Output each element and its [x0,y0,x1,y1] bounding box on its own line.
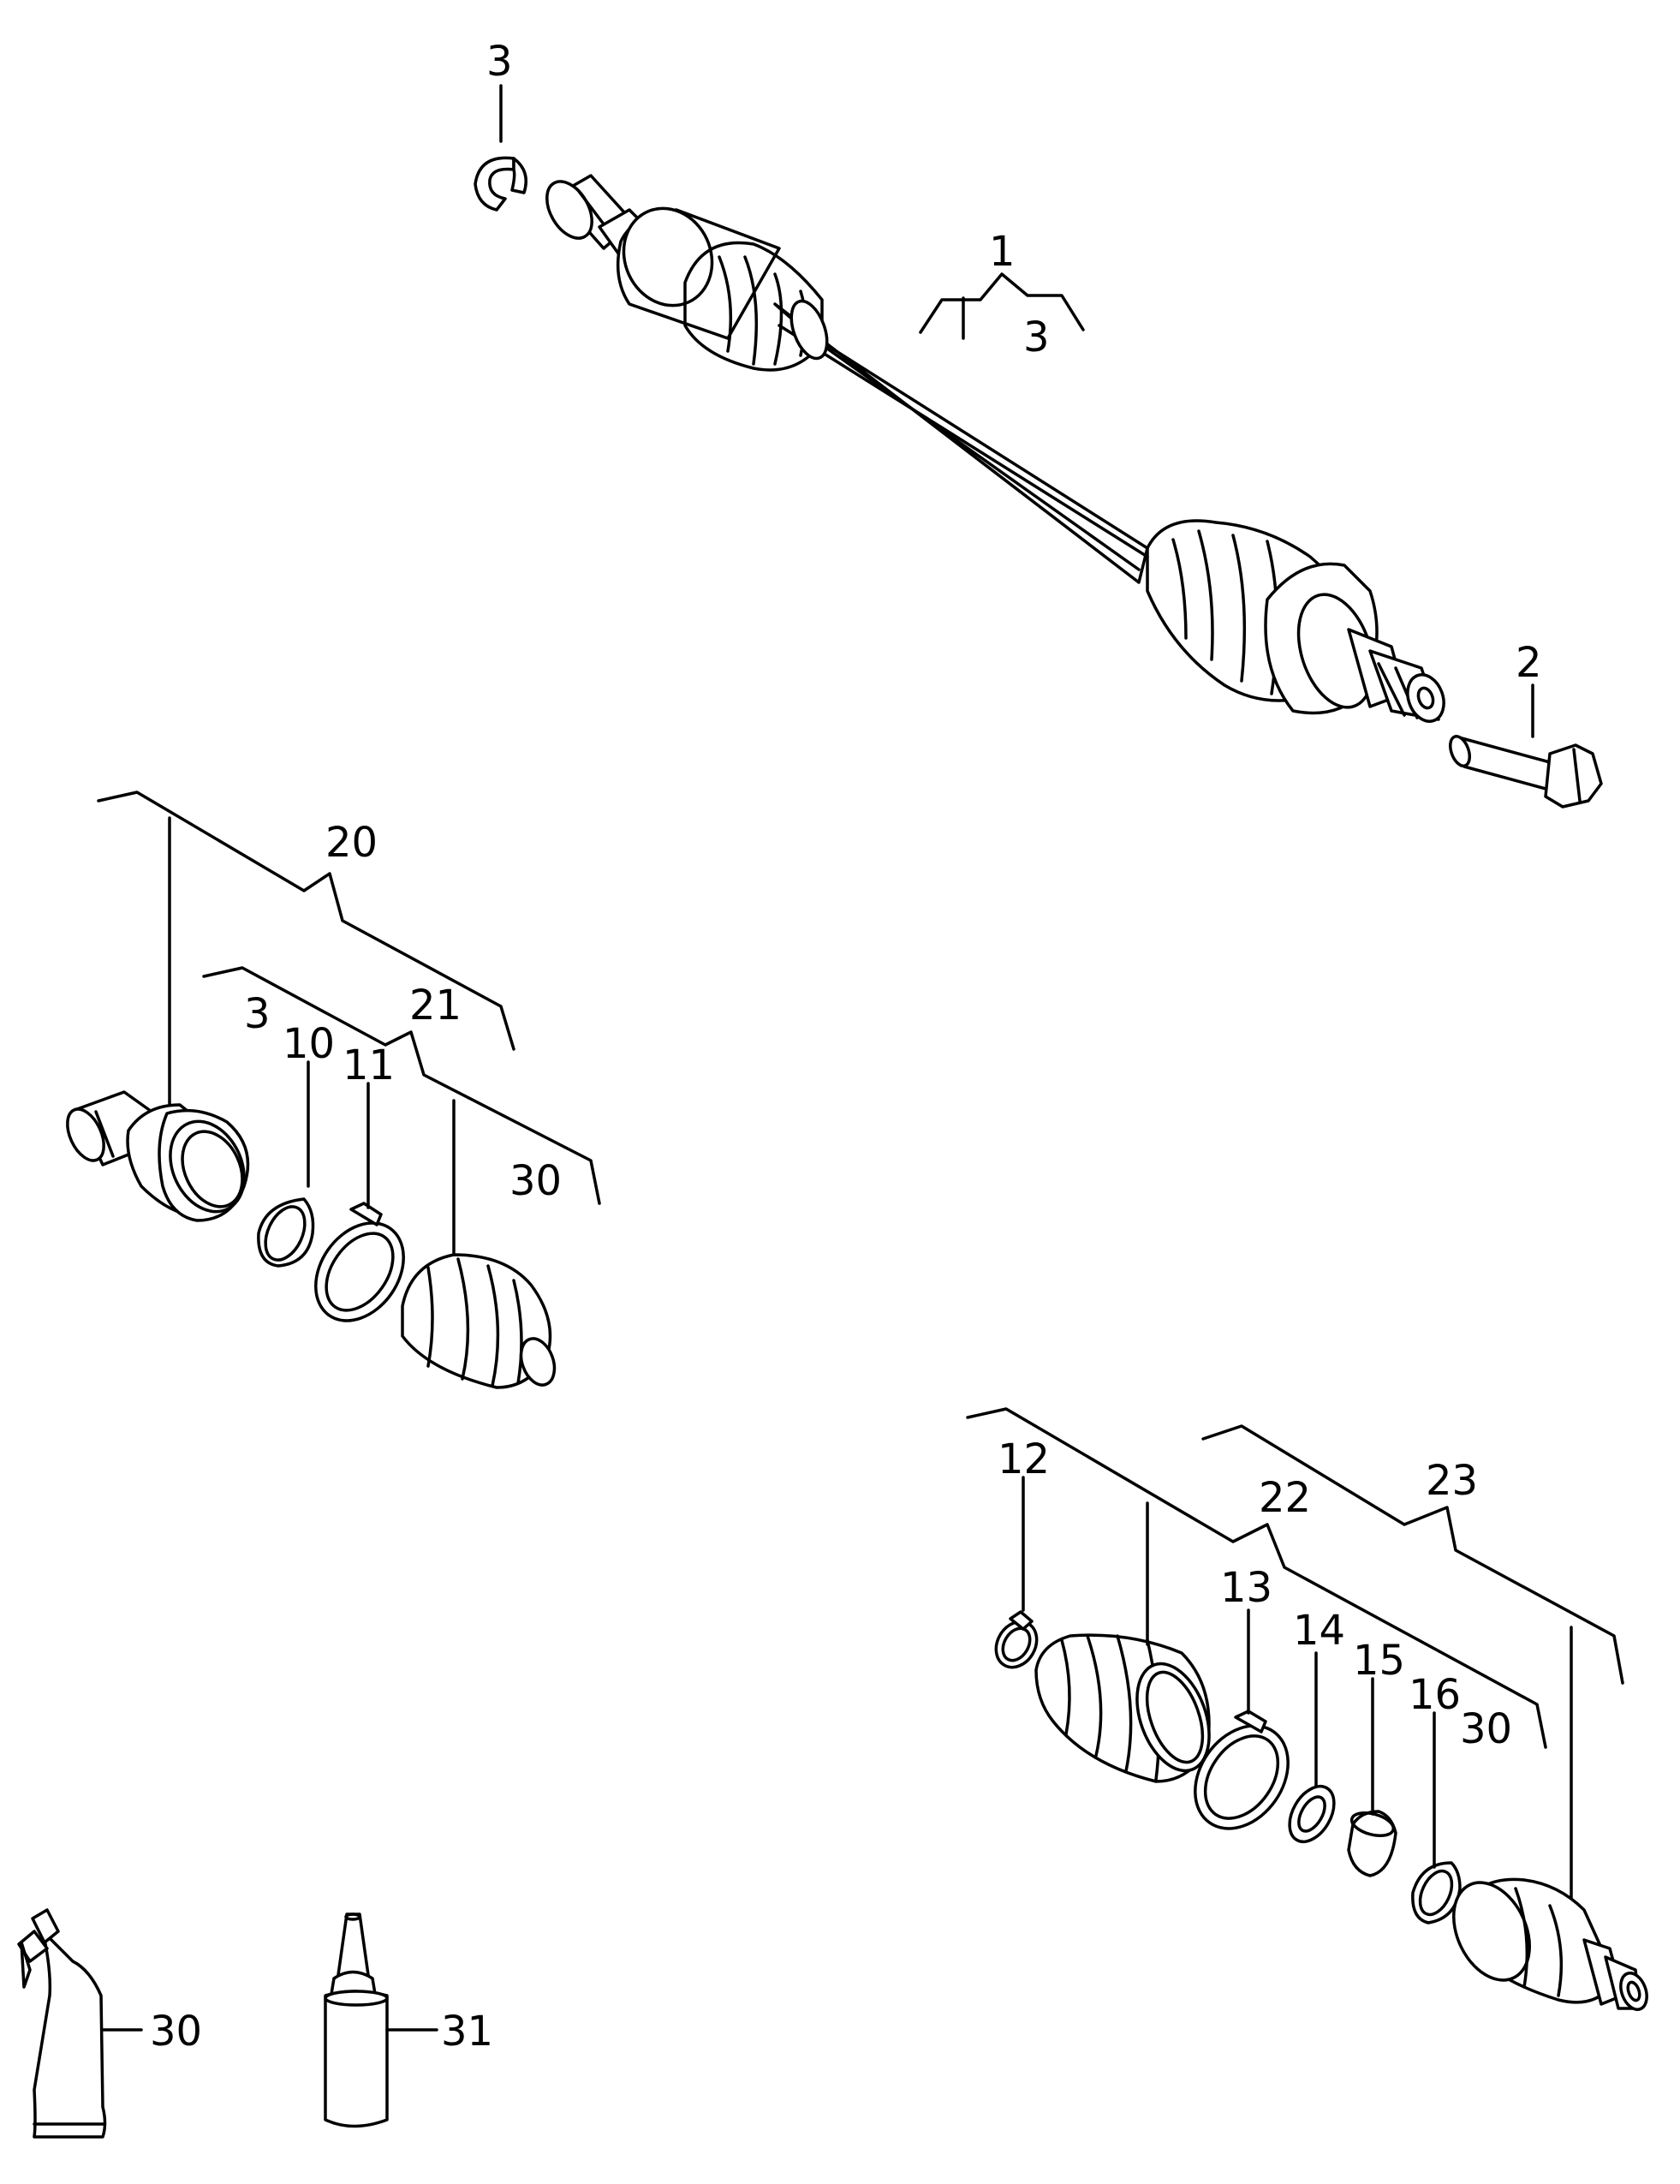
callout-21: 21 [409,982,462,1029]
callout-10: 10 [283,1020,335,1068]
drive-shaft-assembly[interactable] [538,174,1450,726]
clamp-11[interactable]: 11 [298,1041,422,1338]
callout-1-bracket: 1 3 [919,228,1085,361]
callout-1: 1 [989,228,1016,276]
callout-2: 2 [1516,639,1542,687]
circlip-top[interactable]: 3 [474,38,527,212]
adhesive-bottle[interactable]: 31 [324,1912,493,2128]
callout-30: 30 [150,2008,202,2056]
callout-14: 14 [1293,1607,1345,1655]
callout-22: 22 [1259,1474,1311,1522]
inner-joint [545,174,829,372]
group-22-bracket: 22 30 [966,1407,1547,1753]
circlip-16[interactable]: 16 [1409,1671,1462,1924]
grease-tube[interactable]: 30 [17,1908,202,2139]
callout-1-sub: 3 [1023,313,1050,361]
callout-11: 11 [343,1041,395,1089]
callout-21-a: 3 [244,990,271,1038]
group-21-bracket: 3 21 30 [202,966,601,1205]
washer-14[interactable]: 14 [1280,1607,1345,1849]
callout-12: 12 [998,1435,1050,1483]
dish-spring-15[interactable]: 15 [1347,1637,1405,1877]
callout-31: 31 [441,2008,493,2056]
outer-joint-23[interactable] [1439,1871,1651,2014]
callout-15: 15 [1353,1637,1405,1685]
callout-20: 20 [325,819,378,867]
group-20-bracket: 20 [97,791,515,1132]
boot-22[interactable] [1034,1633,1223,1783]
boot-21[interactable] [401,1099,560,1389]
clamp-12[interactable]: 12 [988,1435,1050,1674]
callout-23: 23 [1426,1457,1478,1505]
callout-3: 3 [486,38,513,86]
callout-21-b: 30 [509,1157,562,1205]
callout-22-b: 30 [1460,1705,1512,1753]
bolt[interactable]: 2 [1446,639,1603,809]
inner-joint-housing[interactable] [60,1090,258,1224]
clamp-13[interactable]: 13 [1176,1564,1307,1847]
callout-13: 13 [1220,1564,1272,1612]
group-23-bracket: 23 [1201,1424,1624,1907]
circlip-10[interactable]: 10 [257,1020,335,1268]
callout-16: 16 [1409,1671,1461,1719]
outer-joint [1146,519,1445,723]
